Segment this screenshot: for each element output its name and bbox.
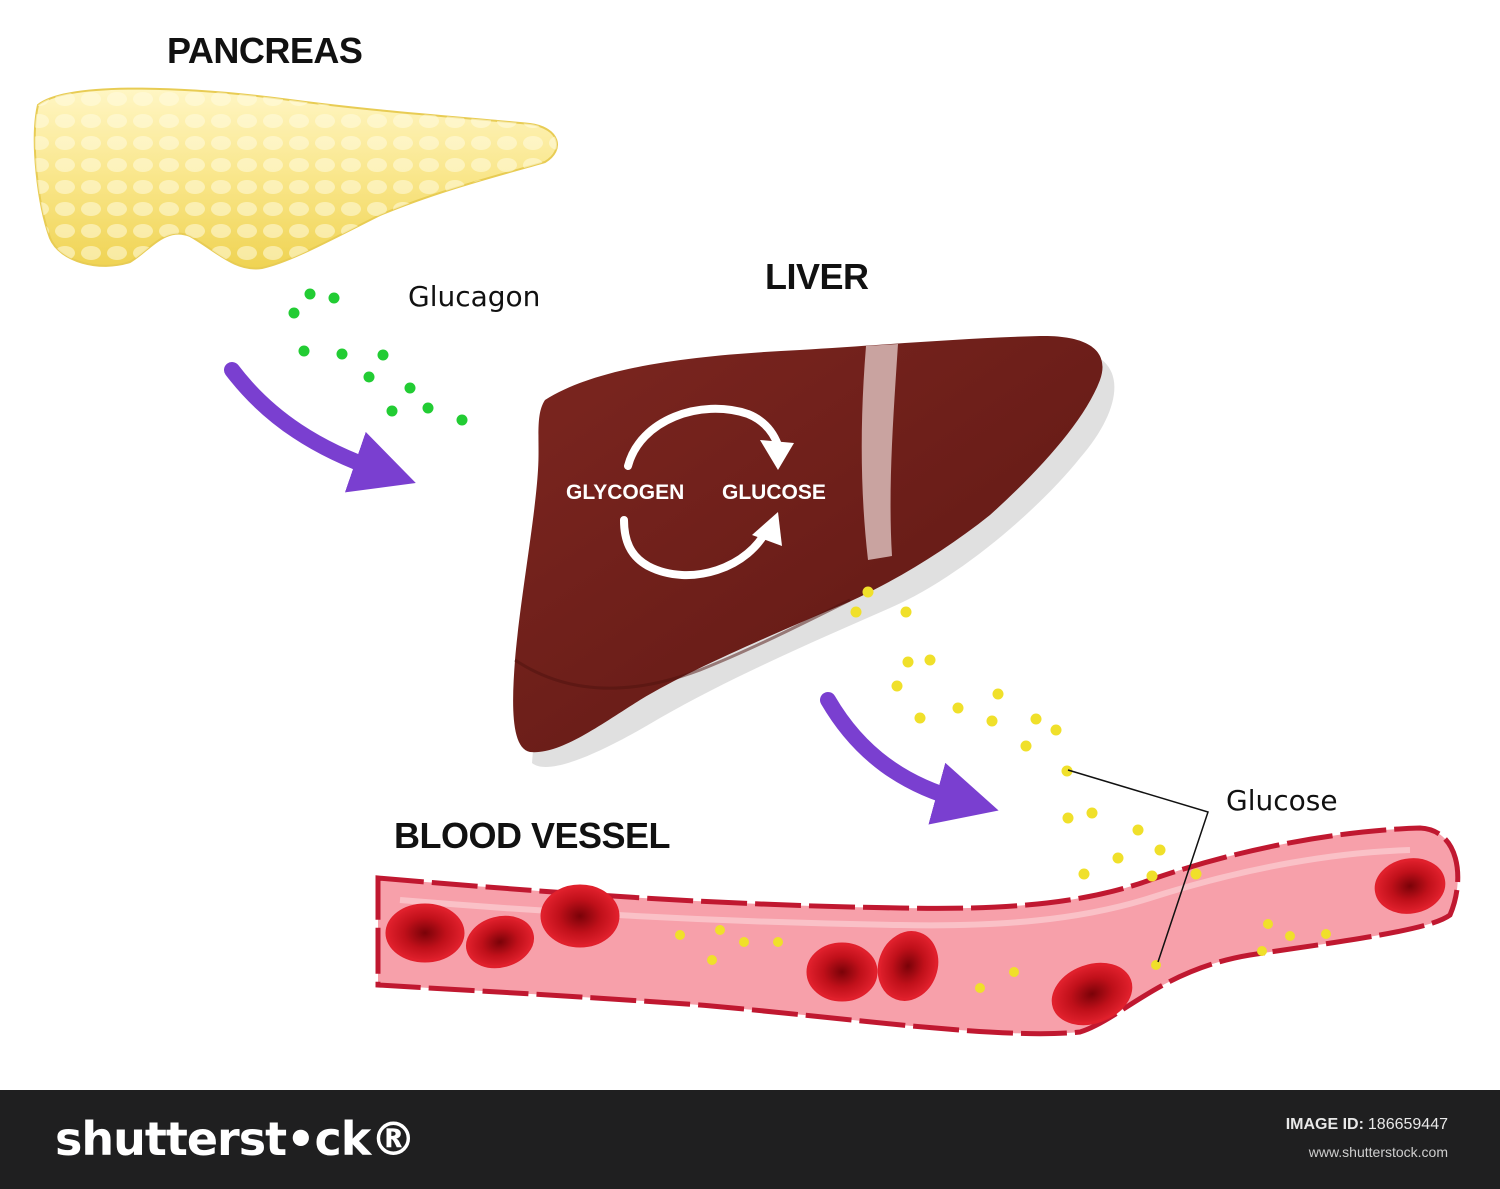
brand-logo: shutterst•ck® <box>55 1112 416 1166</box>
liver-label: LIVER <box>765 256 869 297</box>
glycogen-cycle-label: GLYCOGEN <box>566 481 685 504</box>
pancreas-organ <box>33 87 558 270</box>
glucose-dots <box>675 586 1331 993</box>
glucose-cycle-label: GLUCOSE <box>722 481 826 504</box>
arrow-pancreas-to-liver <box>224 362 416 493</box>
image-id-label: IMAGE ID: <box>1285 1116 1364 1133</box>
red-blood-cells <box>385 858 1446 1026</box>
diagram-canvas: PANCREAS LIVER BLOOD VESSEL Glucagon Glu… <box>33 30 1461 1037</box>
liver-organ <box>513 335 1103 753</box>
cycle-arrows <box>620 404 782 579</box>
blood-vessel-label: BLOOD VESSEL <box>394 815 671 856</box>
image-id-value: 186659447 <box>1367 1116 1448 1133</box>
glucose-label: Glucose <box>1226 784 1338 817</box>
glucagon-dots <box>288 288 468 426</box>
diagram-svg <box>33 87 1461 1037</box>
image-id: IMAGE ID:186659447 <box>1286 1116 1448 1134</box>
blood-vessel <box>375 825 1461 1037</box>
pancreas-label: PANCREAS <box>167 30 363 71</box>
glucose-leader-lines <box>1067 769 1209 963</box>
cycle-arrowheads <box>752 440 794 546</box>
site-link[interactable]: www.shutterstock.com <box>1308 1144 1448 1160</box>
glucagon-label: Glucagon <box>408 280 541 313</box>
arrow-liver-to-vessel <box>820 692 999 825</box>
footer-bar: shutterst•ck® IMAGE ID:186659447 www.shu… <box>0 1090 1500 1189</box>
